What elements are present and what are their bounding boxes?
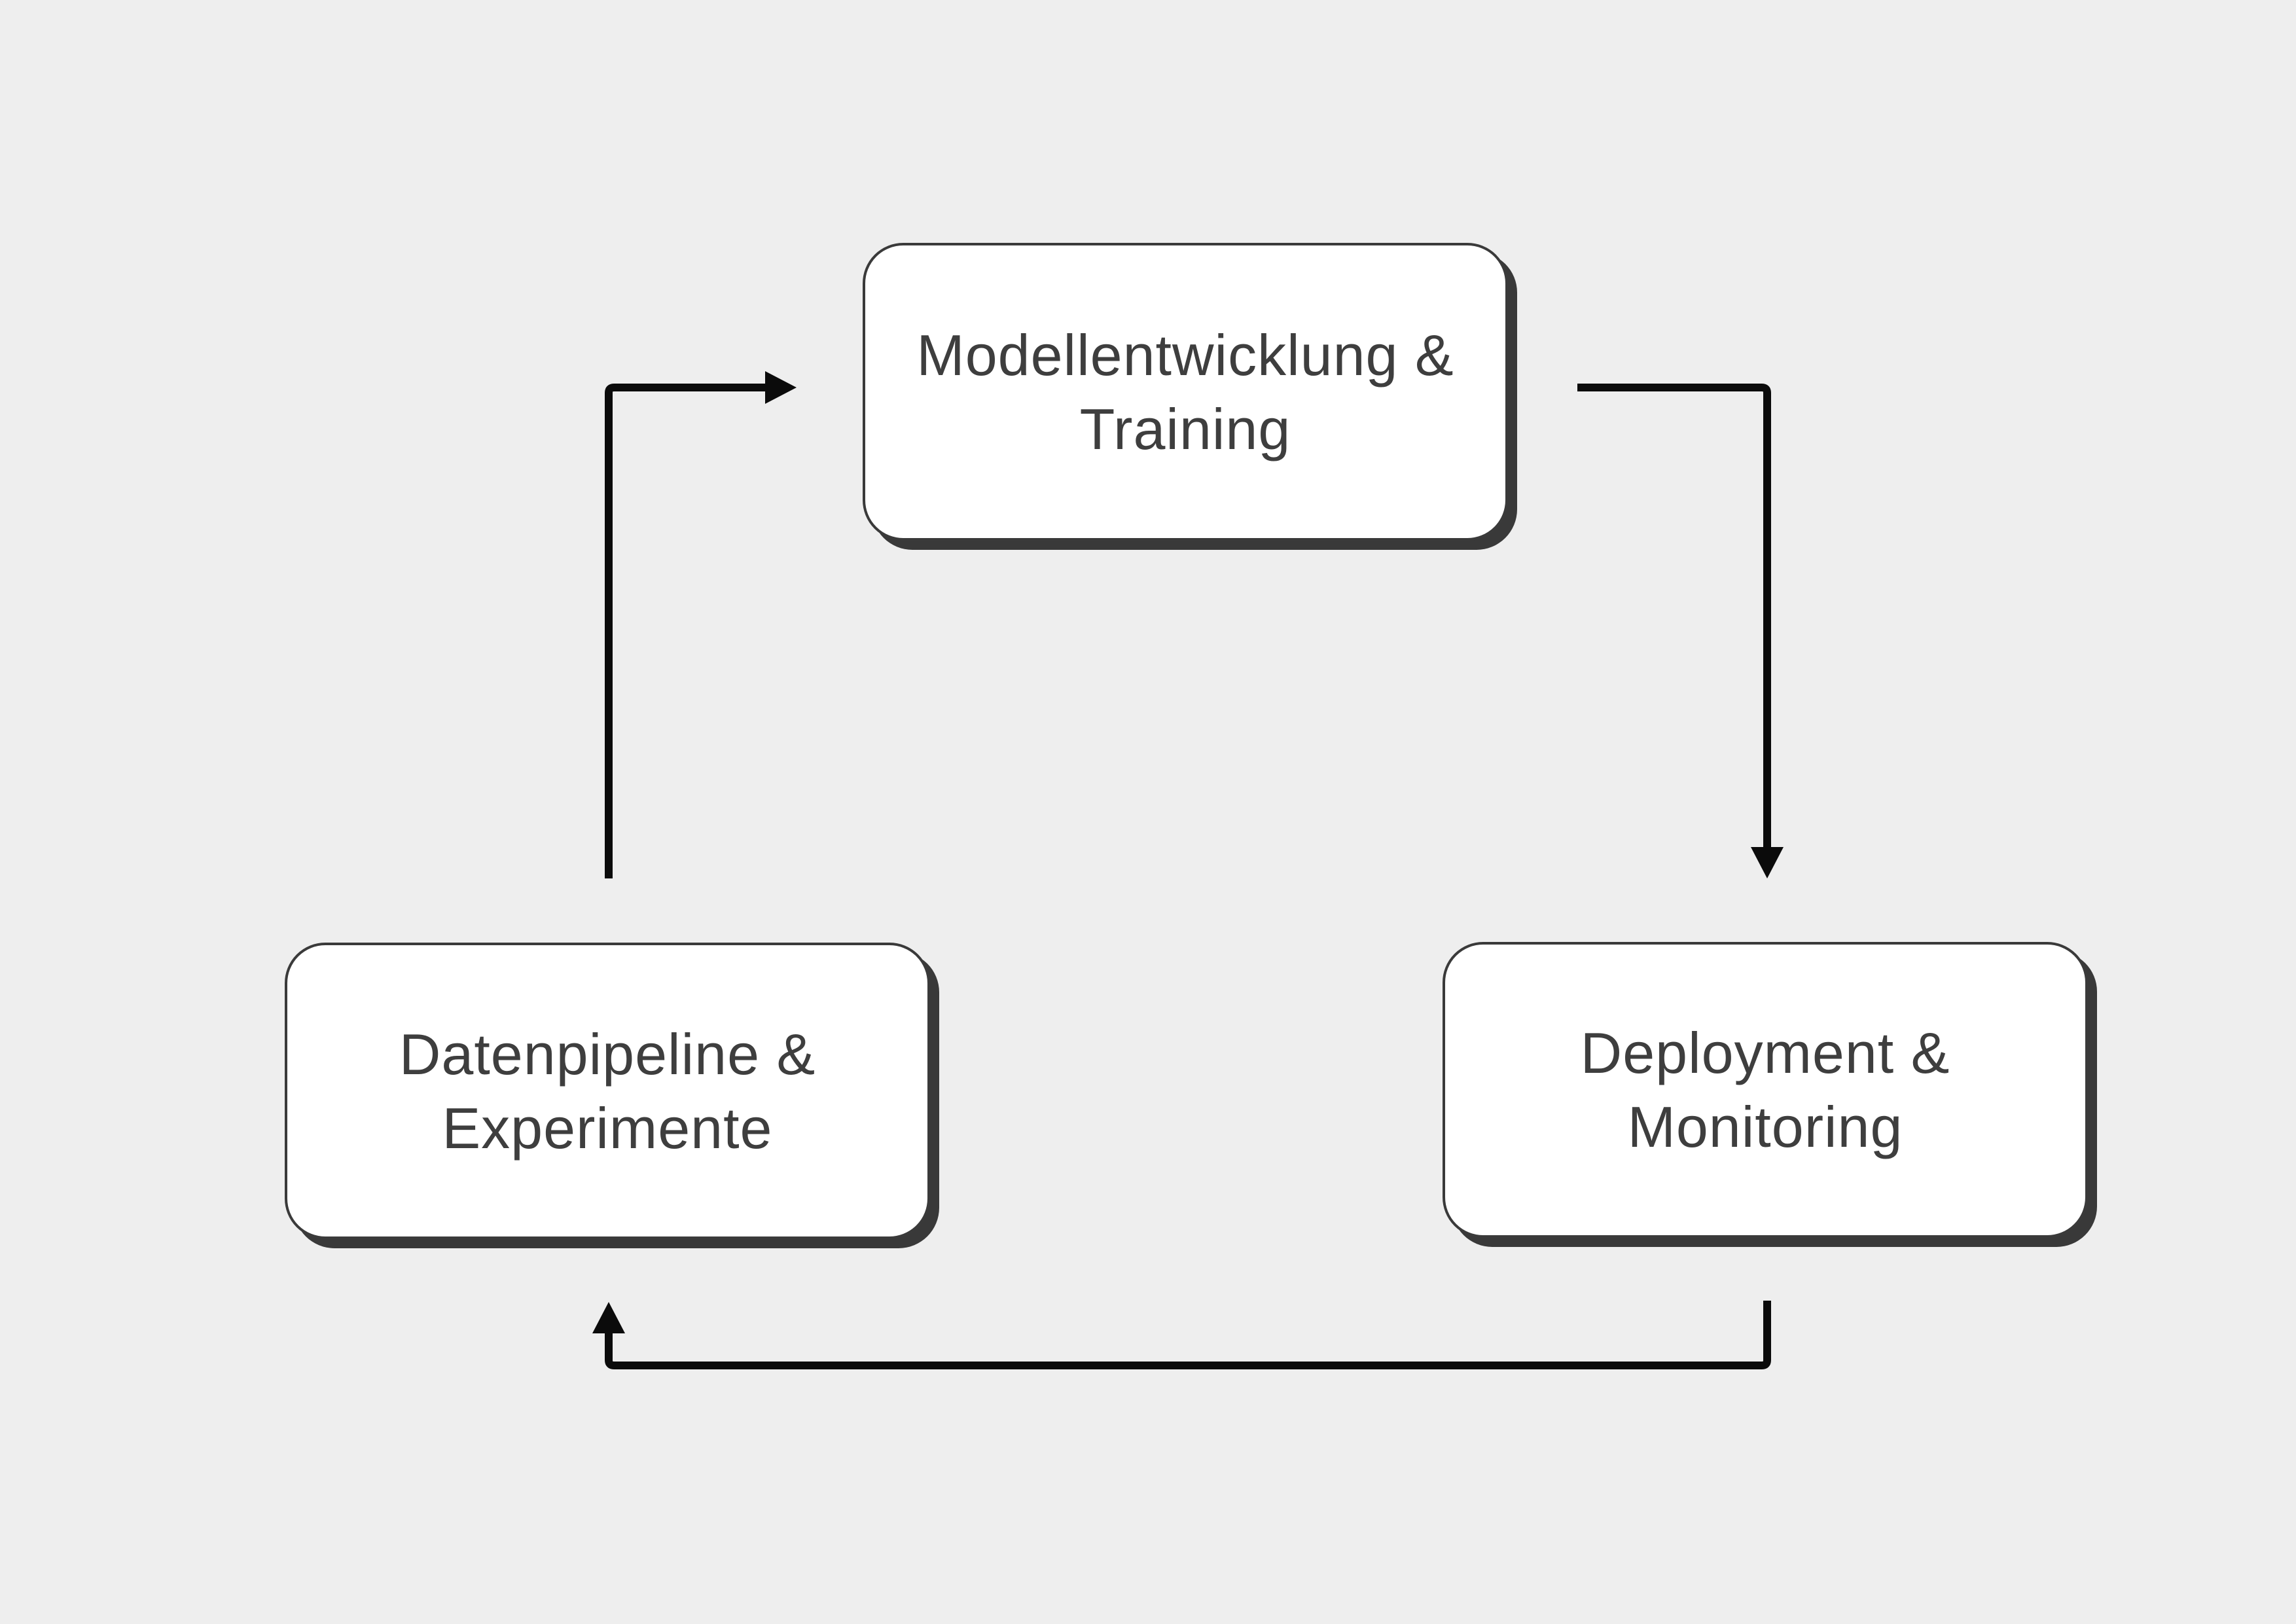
arrowhead-down-icon (1751, 847, 1784, 878)
node-deployment-monitoring: Deployment & Monitoring (1443, 942, 2088, 1238)
node-label-line2: Experimente (442, 1095, 773, 1161)
arrow-line (605, 1301, 1771, 1369)
arrow-line (1577, 384, 1771, 847)
arrow-datenpipeline-to-modellentwicklung (605, 371, 797, 878)
node-label-line1: Deployment & (1580, 1020, 1950, 1085)
node-datenpipeline-experimente: Datenpipeline & Experimente (285, 943, 930, 1239)
arrowhead-right-icon (765, 371, 797, 404)
node-label-line1: Modellentwicklung & (916, 322, 1454, 388)
node-label-line2: Monitoring (1627, 1094, 1903, 1159)
arrow-line (605, 384, 765, 878)
node-label: Datenpipeline & Experimente (399, 1017, 816, 1165)
arrow-modellentwicklung-to-deployment (1577, 384, 1784, 878)
node-modellentwicklung-training: Modellentwicklung & Training (863, 243, 1508, 541)
node-label-line2: Training (1079, 396, 1291, 461)
node-label-line1: Datenpipeline & (399, 1021, 816, 1087)
node-label: Modellentwicklung & Training (916, 318, 1454, 466)
arrowhead-up-icon (592, 1302, 625, 1333)
node-label: Deployment & Monitoring (1581, 1016, 1950, 1164)
arrow-deployment-to-datenpipeline (592, 1301, 1771, 1369)
